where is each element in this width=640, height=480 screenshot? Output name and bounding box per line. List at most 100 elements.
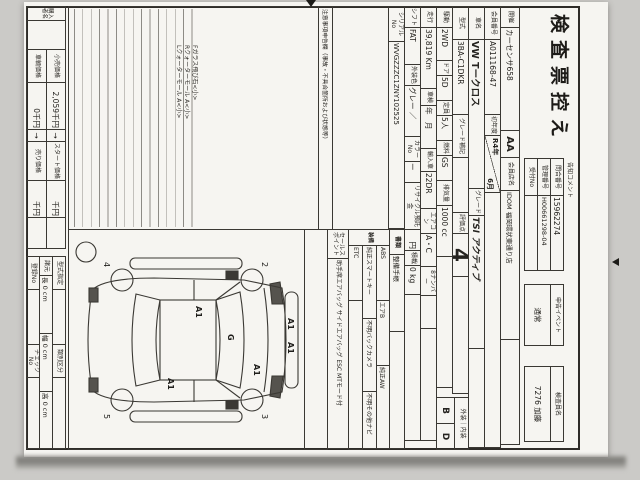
inspector-header: 検査員名 — [550, 366, 564, 442]
equip-item-airbag: エアB — [376, 300, 390, 366]
notes-area: Fガラス飛び石<小> Rクォーターモール A<小> Lクォーターモール A<小> — [68, 6, 319, 230]
first-year-label: 初年度 — [484, 114, 501, 136]
grade-label: グレード — [468, 188, 485, 216]
session-label: 開催 — [500, 6, 520, 28]
mark-right-quarter: A1 — [166, 378, 175, 390]
salespoint-row: セールスポイント 助手席エアバッグ サイドエアバッグ ESC MTモード付 — [327, 229, 349, 450]
note-comment-2: Rクォーターモール A<小> — [183, 45, 190, 120]
rotation-wrapper: 検査票控え 告知コメント 問合番号 15962274 管理番号 H0066129… — [24, 2, 608, 457]
blank-area — [304, 229, 328, 450]
wheel-rear-right — [110, 388, 134, 412]
car-diagram-box: A1 A1 A1 G A1 A1 2 3 4 5 — [68, 229, 305, 450]
length-value: 長 0 cm — [39, 275, 53, 334]
vehicle-price-value: 0千円 — [26, 82, 47, 130]
drive-label: 駆動 — [436, 6, 453, 28]
capacity-value: 5人 — [436, 115, 453, 141]
mileage-value: 39,819 Km — [420, 27, 437, 89]
shift-value: FAT — [404, 27, 421, 65]
drivetrain-row: 駆動 2WD ドア 5D 定員 5人 燃料 GS 排気量 1000 cc — [436, 6, 453, 398]
registration-mark-right — [612, 258, 619, 266]
wheel-number-rear-right: 5 — [102, 414, 111, 419]
class-value — [52, 377, 66, 449]
member-no-value: A011168-47 — [484, 39, 501, 115]
roof — [159, 299, 217, 381]
load-label: 積載 — [404, 250, 421, 266]
equip-item-alloy-wheels: 純正AW — [376, 365, 390, 449]
ext-int-block: 外装｜内装 B D — [436, 397, 469, 450]
serial-value: WVGZZZC1ZNY102525 — [388, 41, 405, 229]
drive-value: 2WD — [436, 27, 453, 61]
retail-price-label: 小売価格 — [46, 49, 66, 83]
model-value: 3BA-C1DKR — [452, 39, 469, 115]
door-label: ドア — [436, 60, 453, 76]
interior-grade: D — [436, 423, 455, 450]
note-comment-3: Lクォーターモール A<小> — [175, 45, 182, 119]
sell-price-value: 千円 — [26, 180, 47, 218]
mileage-label: 走行 — [420, 6, 437, 28]
score-value: 4 — [452, 233, 469, 277]
empty-cell — [46, 217, 66, 249]
headlight-left — [269, 281, 284, 305]
member-no-row: 会員番号 A011168-47 初年度 R4年 6月 — [484, 6, 501, 450]
displacement-value: 1000 cc — [436, 205, 453, 257]
a-pillars — [215, 281, 241, 399]
equip-item-backcamera: 不明バックカメラ — [362, 318, 377, 392]
color-value: グレー ／ — [404, 85, 421, 137]
checkno-label: チェックNo — [26, 344, 40, 378]
first-year-cell: R4年 6月 — [484, 135, 501, 193]
buyer-label: 購入者名 — [26, 6, 66, 21]
aircon-value: A・C — [420, 233, 437, 267]
equip-item-etc: ETC — [348, 245, 363, 301]
recycle-label: リサイクル預託金 — [404, 182, 421, 230]
equipment-label-text: 装備 — [366, 231, 373, 243]
import-label: 輸入車 — [420, 148, 437, 172]
control-value: H00661298-04 — [537, 195, 551, 271]
reception-value — [524, 195, 538, 271]
salespoint-label: セールスポイント — [327, 229, 349, 259]
equipment-block: 装備 ABS エアB 純正AW 純正スマートキー 不明バックカメラ 不明その他ナ… — [348, 229, 390, 450]
reception-row: 受付No — [524, 158, 538, 272]
fuel-label: 燃料 — [436, 140, 453, 156]
serial-row: シリアルNo WVGZZZC1ZNY102525 — [388, 6, 405, 230]
load-value: 0 kg — [404, 265, 421, 295]
spare-tire — [75, 241, 97, 263]
empty-cell — [420, 328, 437, 441]
event-label: 申告イベント — [550, 284, 564, 346]
shaken-label: 車検 — [420, 88, 437, 106]
buyer-value-blank — [26, 20, 66, 50]
scanned-paper: 検査票控え 告知コメント 問合番号 15962274 管理番号 H0066129… — [24, 2, 608, 457]
spec-block: 型式指定 類別区分 諸元 長 0 cm 幅 0 cm 高 0 cm 登録No チ… — [26, 256, 66, 450]
grade-value: TSI アクティブ — [468, 215, 485, 349]
docs-value: 整備手帳 — [389, 254, 405, 332]
mark-bumper-right: A1 — [286, 342, 295, 354]
event-value-row: 通常 — [524, 284, 551, 346]
car-name-row: 車名 VW Tークロス グレード TSI アクティブ — [468, 6, 485, 450]
reception-label: 受付No — [524, 158, 538, 196]
equip-item-navi: 不明その他ナビ — [362, 391, 377, 449]
wheel-number-front-right: 3 — [260, 414, 269, 419]
first-year-bottom: 6月 — [486, 178, 494, 190]
rear-lamp-left — [88, 287, 99, 303]
sell-price-label: 売り価格 — [26, 141, 47, 181]
empty-cell — [500, 339, 520, 445]
car-body — [87, 277, 287, 403]
member-no-label: 会員番号 — [484, 6, 501, 40]
note-comment-1: Fガラス飛び石<小> — [191, 45, 198, 101]
number8-value — [420, 295, 437, 329]
docs-label: 書類 — [389, 229, 405, 255]
inquiry-row: 問合番号 15962274 — [550, 158, 564, 272]
dimensions-label: 諸元 — [39, 256, 53, 276]
grade-note-value — [452, 157, 469, 213]
scan-bottom-shadow — [16, 456, 626, 469]
wheel-front-right — [240, 388, 264, 412]
equipment-label: 装備 — [348, 229, 390, 246]
empty-cell — [26, 217, 47, 249]
exterior-grade: B — [436, 397, 455, 424]
class-label: 類別区分 — [52, 344, 66, 378]
control-row: 管理番号 H00661298-04 — [537, 158, 551, 272]
notes-header: 注意事項申告欄（事故・不具合箇所および状態等） — [318, 6, 333, 230]
left-mirror — [225, 270, 239, 280]
session-band: 開催 カーセンサ658 AA 会員店名 IDOM 福岡環状東通り店 — [500, 6, 520, 450]
member-store-label: 会員店名 — [500, 157, 520, 191]
colorno-value: ー — [404, 161, 421, 183]
